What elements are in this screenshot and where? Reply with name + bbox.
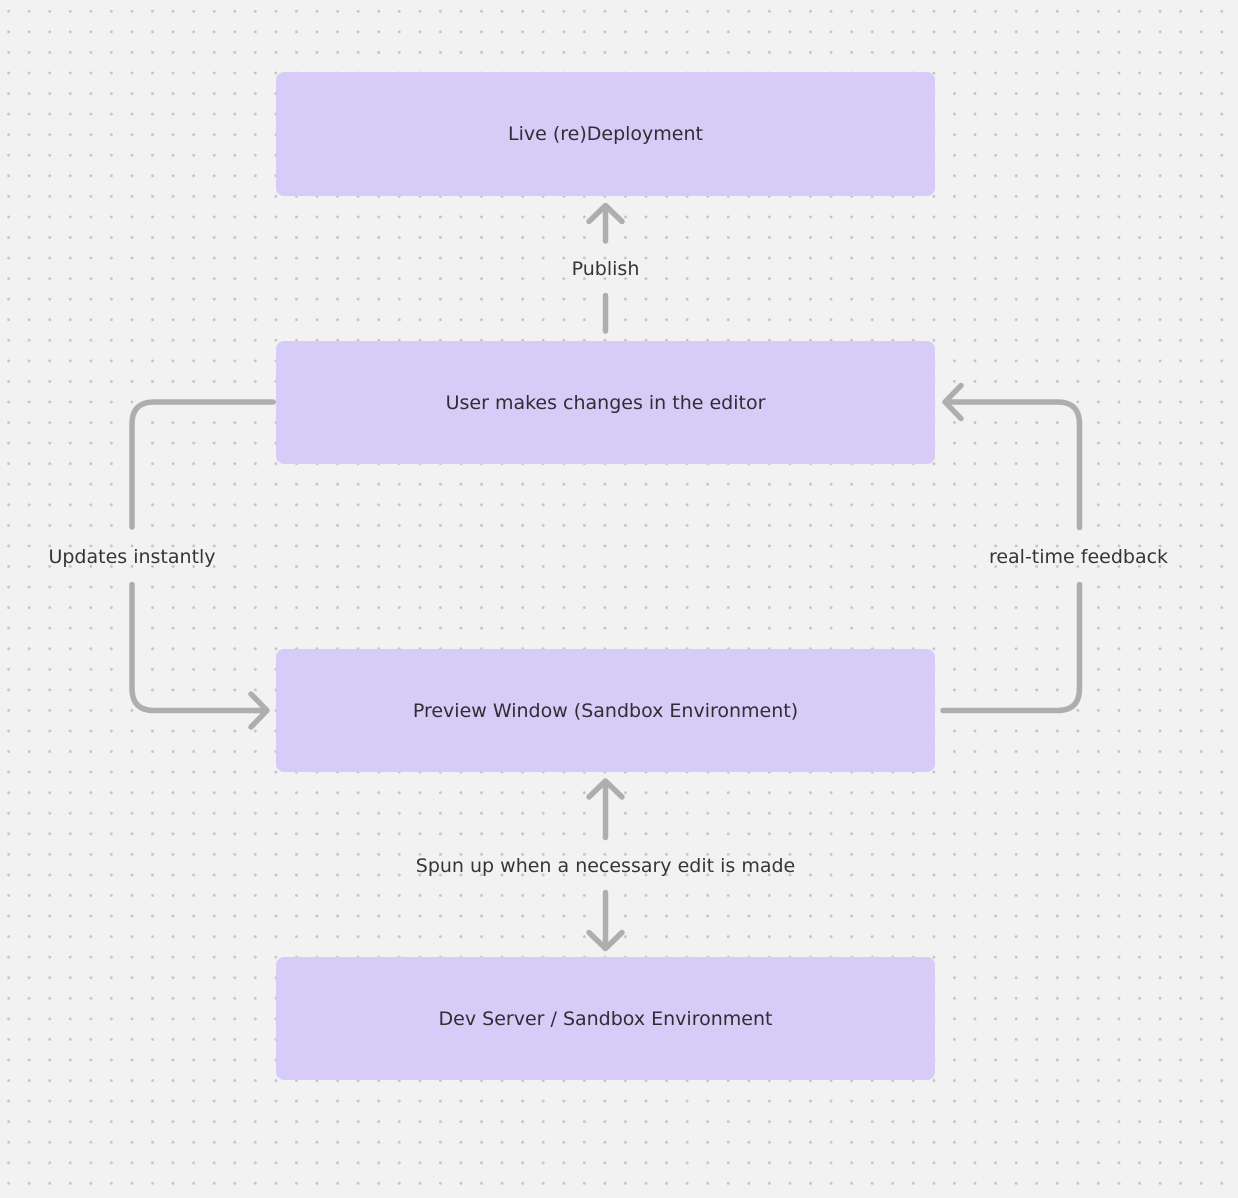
node-dev-server: Dev Server / Sandbox Environment	[276, 957, 935, 1080]
node-live-redeployment-label: Live (re)Deployment	[508, 123, 703, 145]
edge-label-updates-instantly: Updates instantly	[48, 546, 216, 568]
node-live-redeployment: Live (re)Deployment	[276, 72, 935, 196]
node-preview-window: Preview Window (Sandbox Environment)	[276, 649, 935, 772]
edge-label-publish: Publish	[571, 258, 640, 280]
node-preview-window-label: Preview Window (Sandbox Environment)	[412, 699, 799, 722]
node-user-editor-label: User makes changes in the editor	[445, 391, 766, 414]
node-user-editor: User makes changes in the editor	[276, 341, 935, 464]
edge-label-real-time-feedback: real-time feedback	[988, 546, 1169, 568]
edge-label-spun-up: Spun up when a necessary edit is made	[415, 855, 796, 877]
node-dev-server-label: Dev Server / Sandbox Environment	[438, 1007, 773, 1030]
